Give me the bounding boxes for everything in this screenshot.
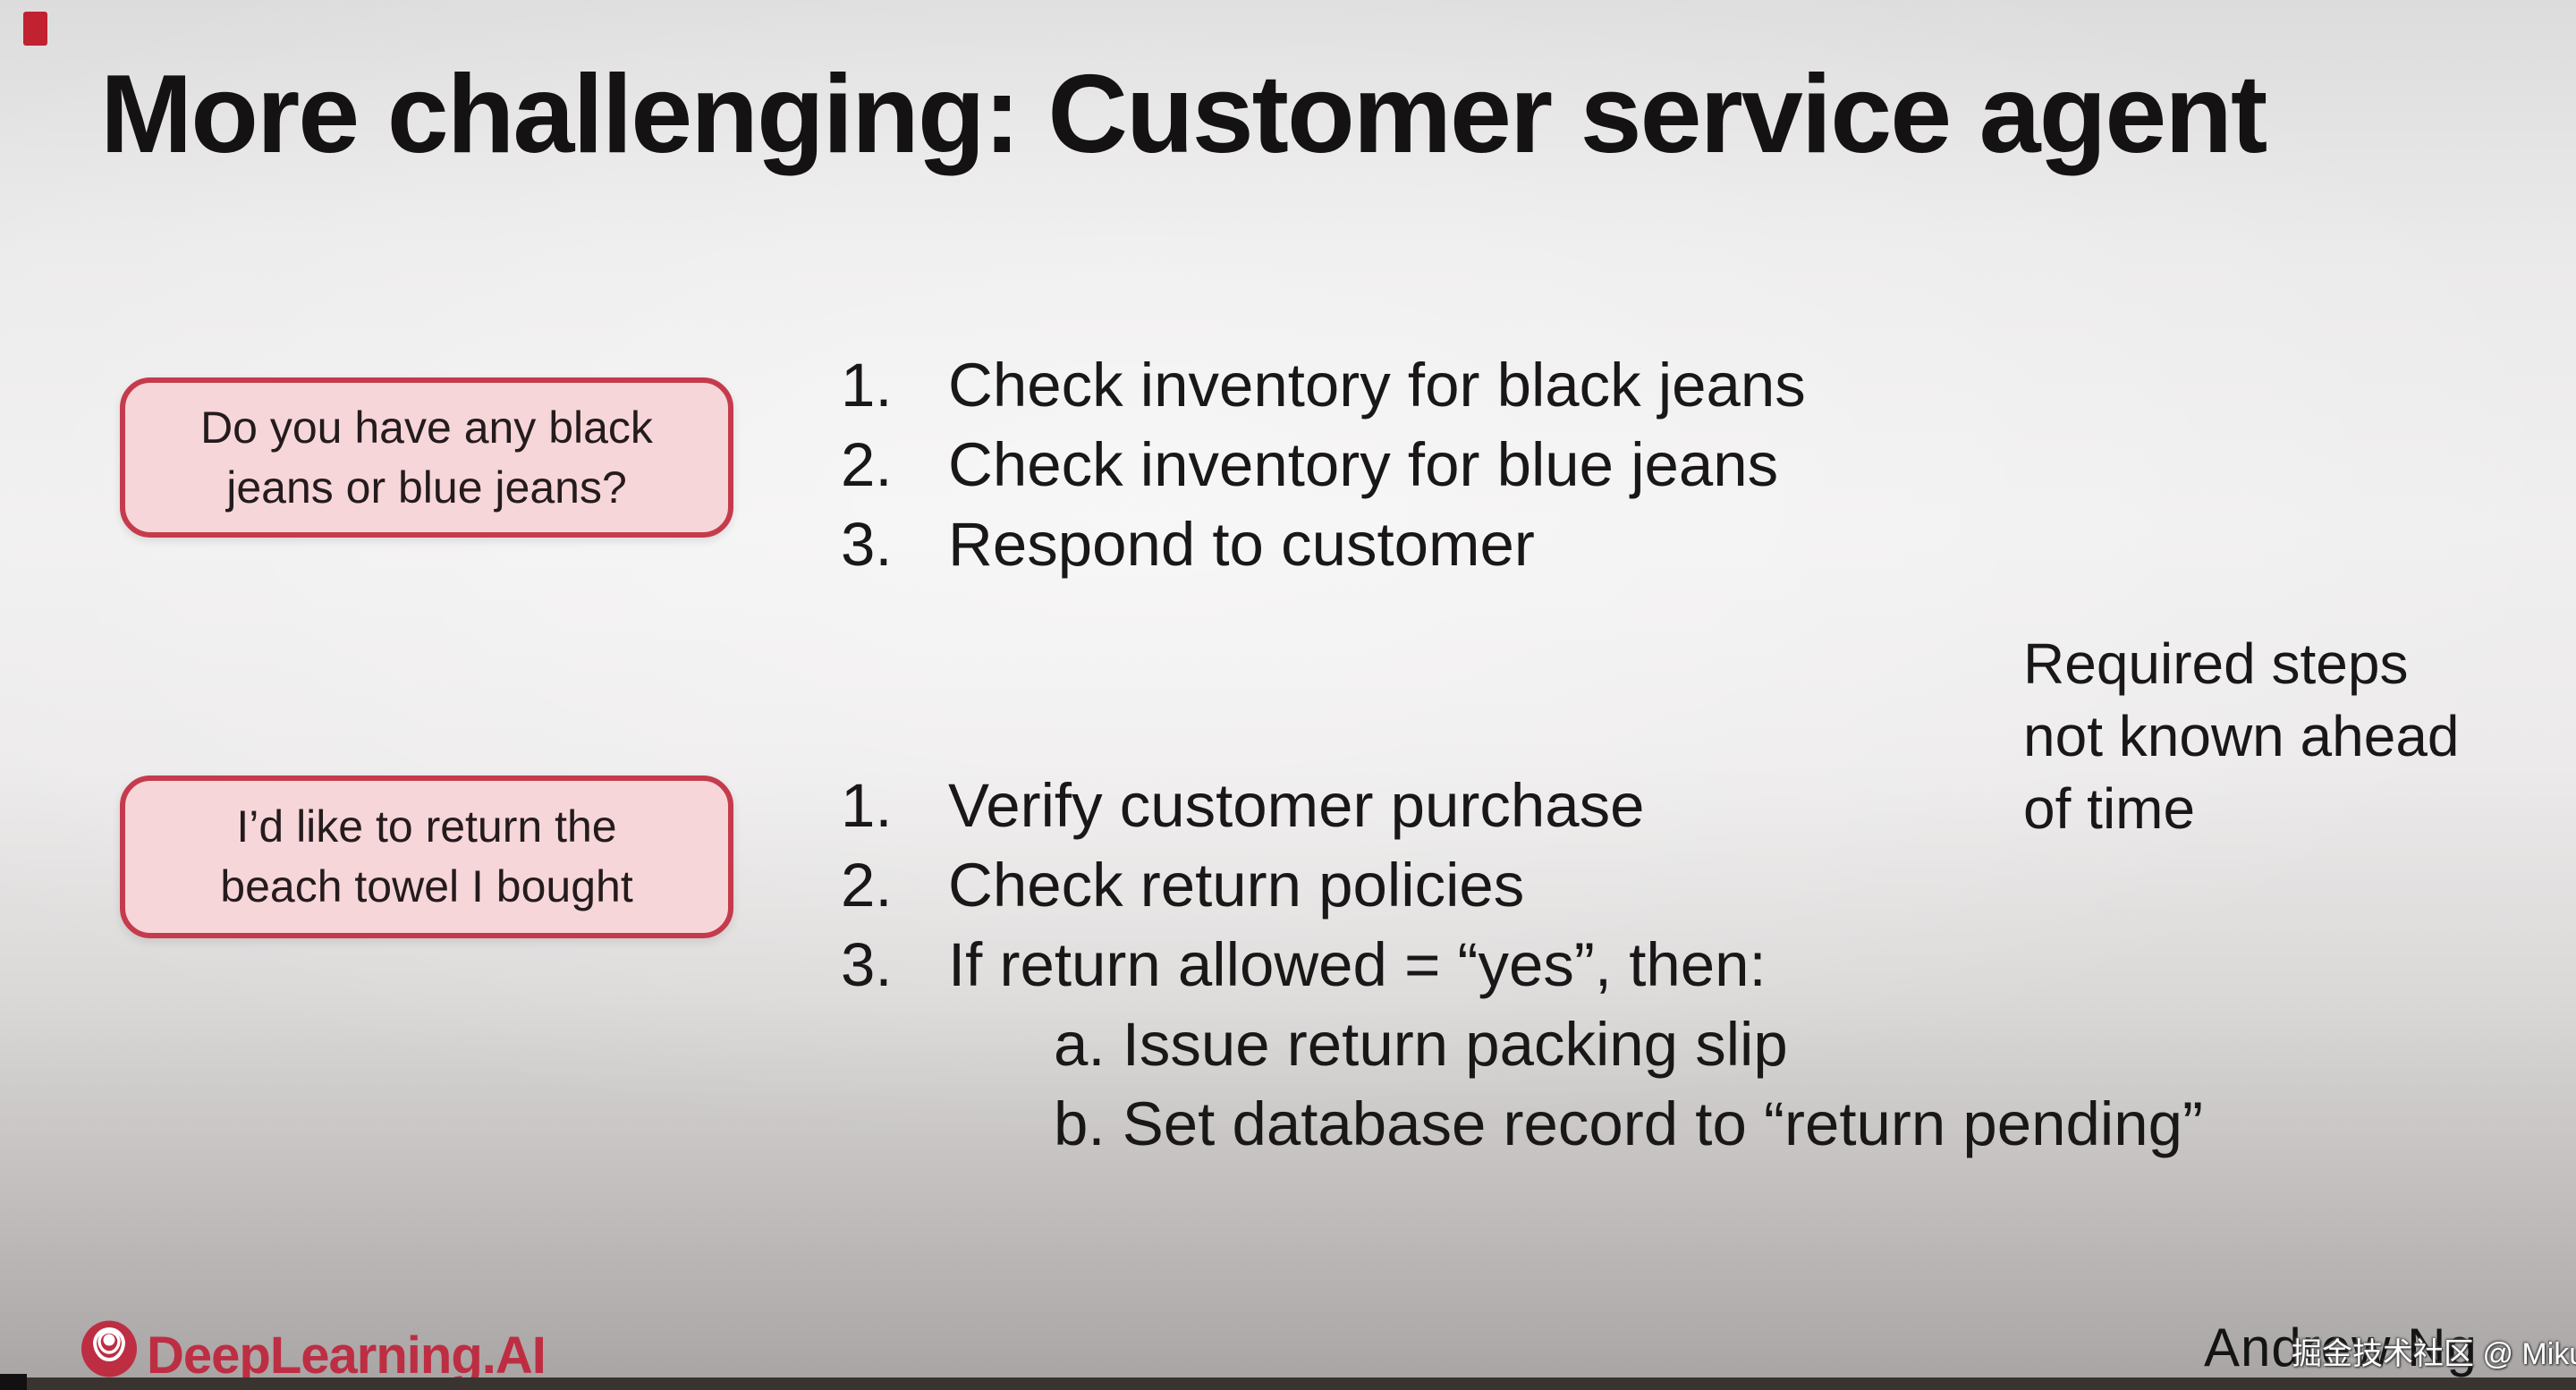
step-text: Check return policies <box>948 851 1525 920</box>
step-number: 3. <box>841 930 893 999</box>
bottom-edge-strip <box>0 1377 2576 1390</box>
bubble-text: Do you have any black jeans or blue jean… <box>200 402 653 513</box>
steps-list-inventory: 1. Check inventory for black jeans 2. Chec… <box>841 345 2469 584</box>
step-text: Respond to customer <box>948 510 1535 579</box>
step-text: Verify customer purchase <box>948 771 1645 840</box>
step-number: 2. <box>841 851 893 920</box>
sub-step-text: b. Set database record to “return pendin… <box>1054 1089 2203 1158</box>
slide-title: More challenging: Customer service agent <box>100 53 2267 176</box>
step-number: 1. <box>841 771 893 840</box>
step-text: Check inventory for black jeans <box>948 351 1806 420</box>
author-name: Andrew Ng <box>2204 1318 2478 1377</box>
bubble-text: I’d like to return the beach towel I bou… <box>220 801 633 911</box>
customer-message-bubble-jeans: Do you have any black jeans or blue jean… <box>120 377 733 538</box>
sub-step-item: b. Set database record to “return pendin… <box>1054 1084 2469 1164</box>
step-item: 2. Check return policies <box>841 845 2469 925</box>
step-item: 2. Check inventory for blue jeans <box>841 425 2469 504</box>
annotation-required-steps: Required steps not known ahead of time <box>2023 631 2460 841</box>
sub-step-item: a. Issue return packing slip <box>1054 1004 2469 1084</box>
step-text: Check inventory for blue jeans <box>948 430 1779 499</box>
step-item: 3. Respond to customer <box>841 504 2469 584</box>
step-item: 3. If return allowed = “yes”, then: <box>841 925 2469 1004</box>
step-number: 1. <box>841 351 893 420</box>
deeplearning-ai-logo-icon <box>81 1320 137 1377</box>
deeplearning-ai-wordmark: DeepLearning.AI <box>147 1326 547 1385</box>
step-number: 2. <box>841 430 893 499</box>
customer-message-bubble-return: I’d like to return the beach towel I bou… <box>120 776 733 938</box>
step-text: If return allowed = “yes”, then: <box>948 930 1767 999</box>
corner-marker <box>23 12 47 46</box>
step-number: 3. <box>841 510 893 579</box>
watermark-text: 掘金技术社区 @ Miku16 <box>2292 1337 2576 1371</box>
step-item: 1. Verify customer purchase <box>841 766 2469 845</box>
step-item: 1. Check inventory for black jeans <box>841 345 2469 425</box>
steps-list-return: 1. Verify customer purchase 2. Check retur… <box>841 766 2469 1164</box>
sub-step-text: a. Issue return packing slip <box>1054 1010 1788 1079</box>
bottom-edge-strip-corner <box>0 1374 27 1390</box>
